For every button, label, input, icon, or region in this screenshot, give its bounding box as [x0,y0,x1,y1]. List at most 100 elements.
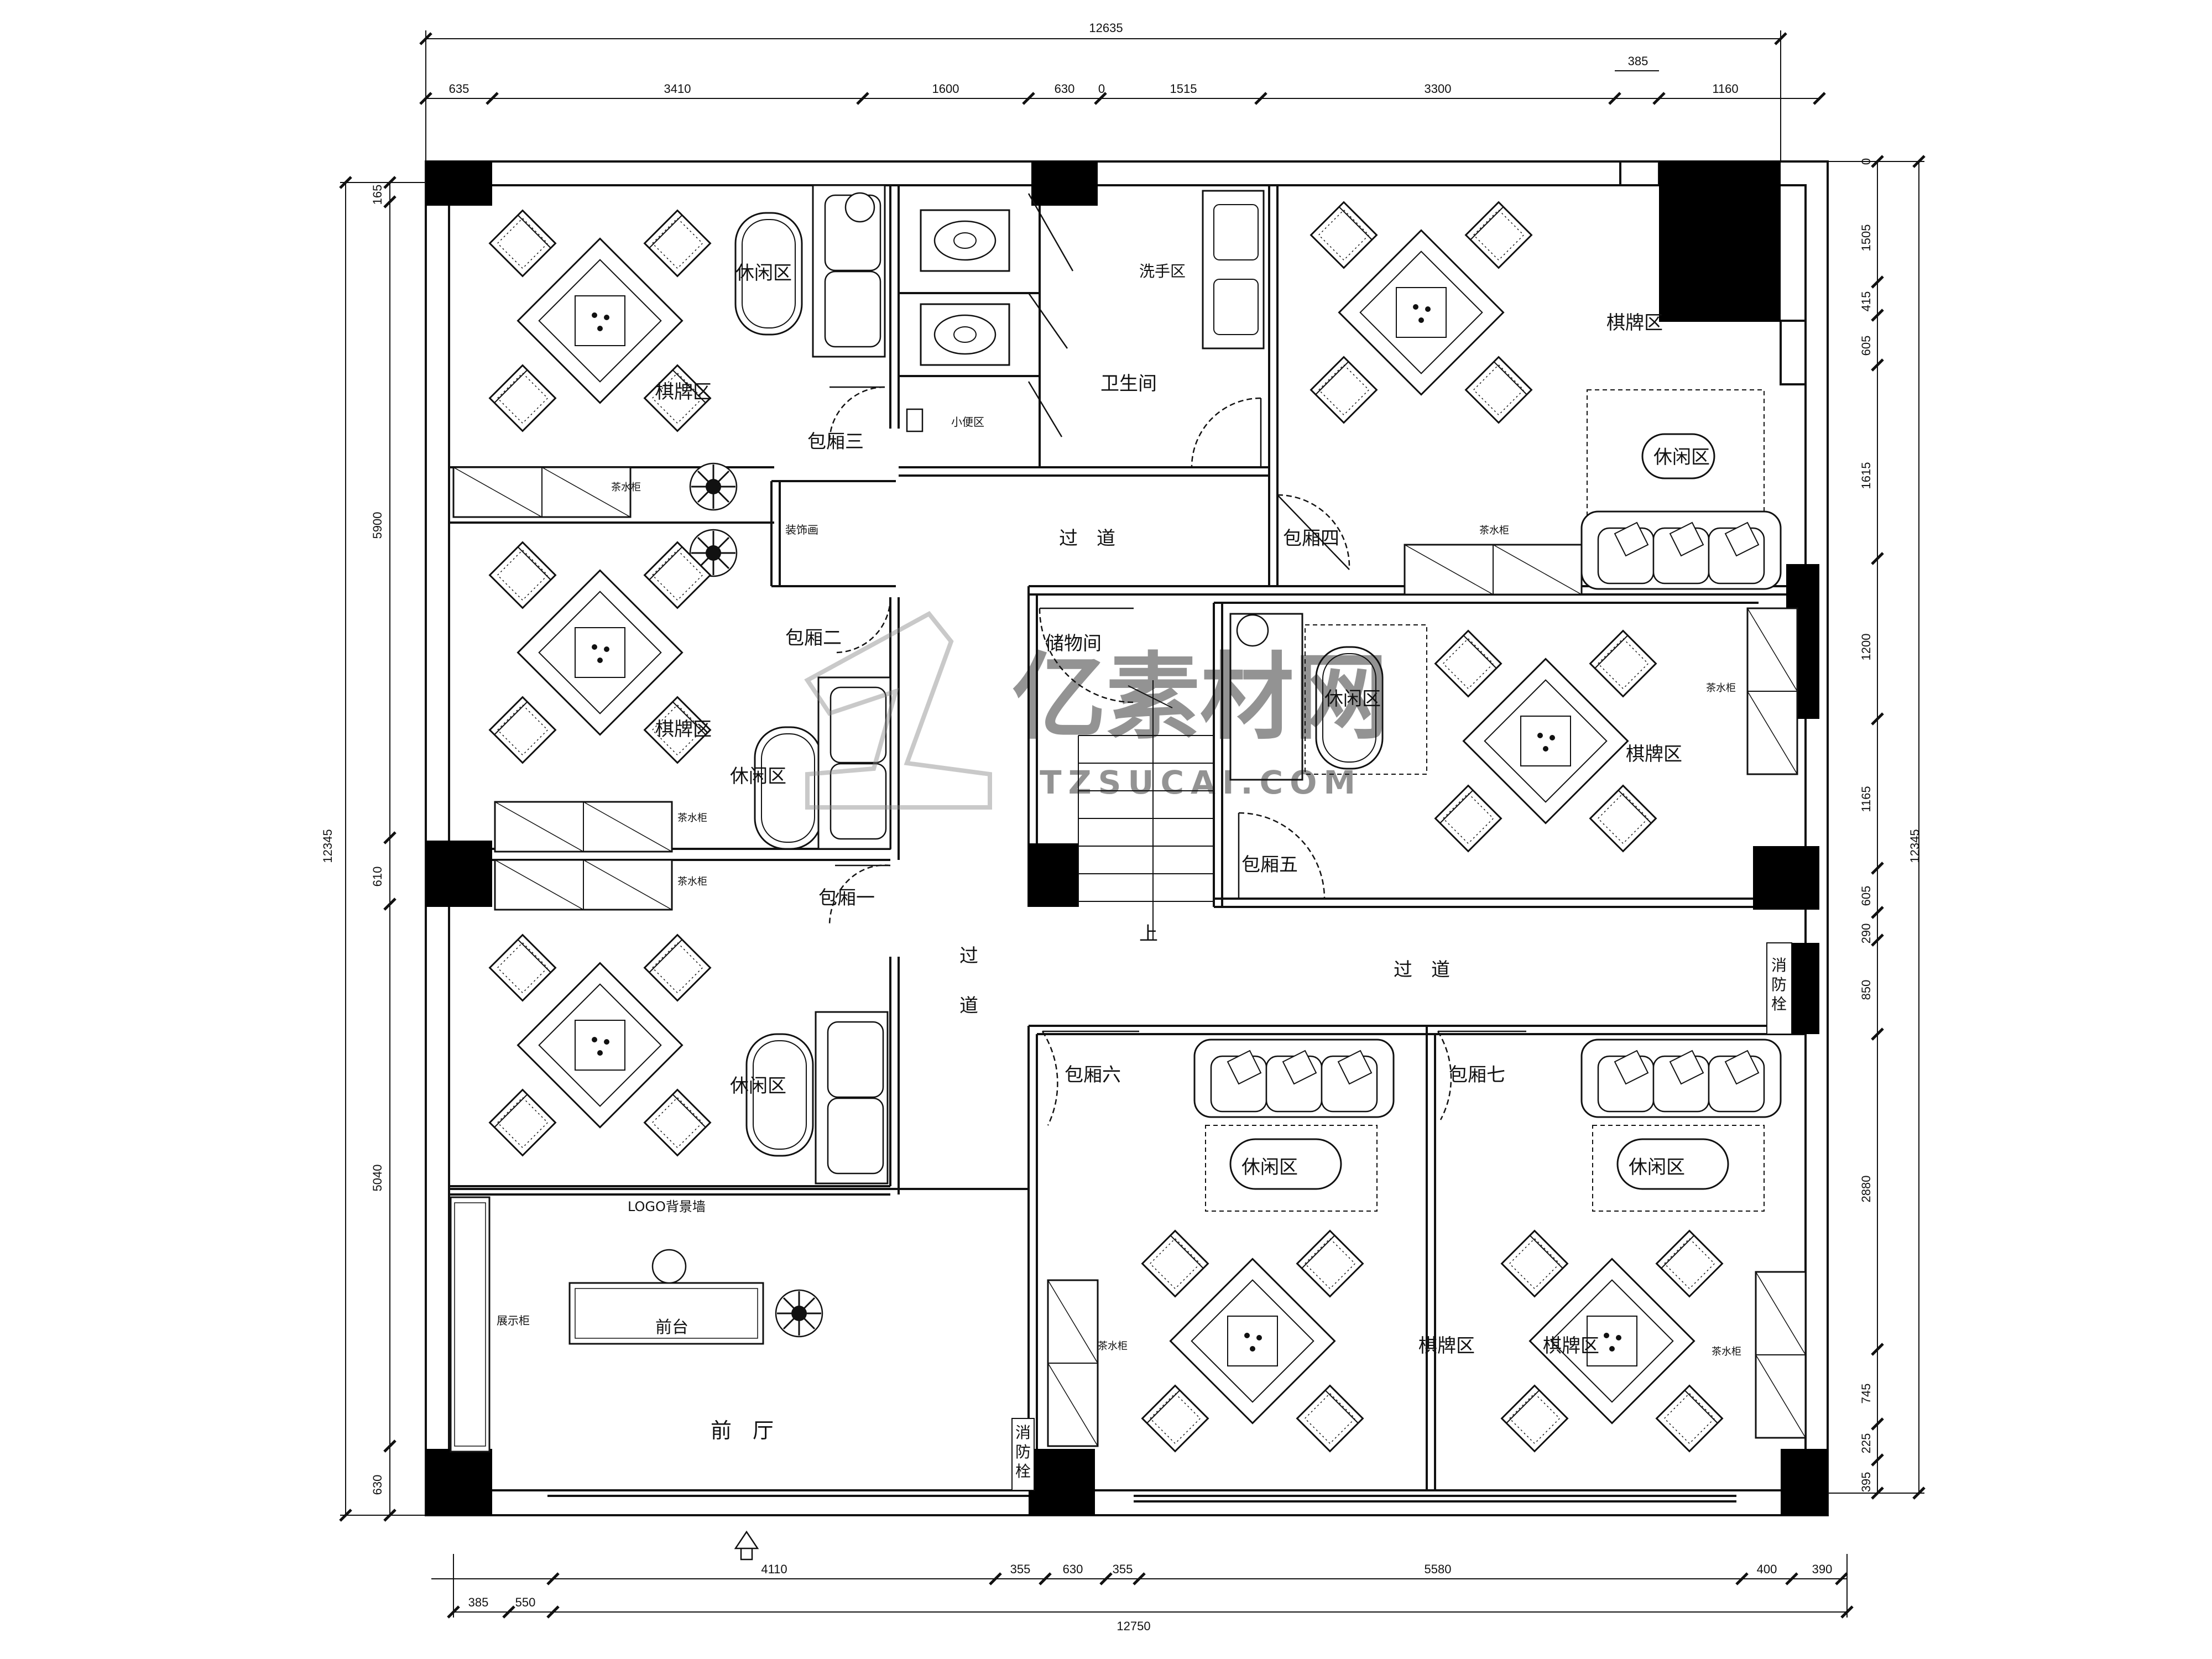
label-corridor-right: 过 道 [1394,959,1450,981]
hydrant-box-corridor [1766,942,1792,1035]
mahjong-table-box5 [1436,631,1656,852]
dim-bottom-total: 12750 [1117,1619,1150,1633]
label-deco: 装饰画 [785,523,818,536]
wash-basin-2 [1213,279,1259,335]
dim-right-0: 0 [1859,158,1873,165]
toilet-2 [920,303,1010,366]
label-box2: 包厢二 [785,627,842,649]
dim-right-2: 415 [1859,291,1873,312]
sofa-box6 [1193,1039,1395,1118]
label-washing: 洗手区 [1139,262,1186,280]
dimension-right [1819,155,1926,1500]
sofa-box1 [815,1011,889,1185]
structural-columns [426,161,1828,1515]
dim-top-7: 385 [1628,54,1648,68]
sofa-box7 [1580,1039,1782,1118]
display-cabinet-inner [454,1202,486,1447]
label-box1: 包厢一 [818,887,875,909]
dim-top-0: 635 [449,82,469,96]
sofa-topright [1580,510,1782,590]
label-tea-cab-box1: 茶水柜 [677,876,707,888]
dim-bottom-2: 4110 [761,1562,787,1576]
dim-left-2: 610 [371,867,384,887]
label-box3: 包厢三 [807,431,864,453]
label-leisure-box6: 休闲区 [1241,1156,1298,1178]
label-cards-box5: 棋牌区 [1626,743,1682,765]
label-box5: 包厢五 [1241,854,1298,876]
dim-right-3: 605 [1859,336,1873,356]
dim-left-3: 5040 [371,1165,384,1192]
label-hydrant-l2: 防 [1015,1443,1031,1461]
label-cards-box2: 棋牌区 [655,718,712,740]
rug-box5 [1305,624,1427,775]
plant-box3 [844,192,875,223]
mahjong-table-box7 [1502,1231,1723,1452]
plant-corridor-1 [689,462,738,511]
label-tea-cab-box3: 茶水柜 [611,482,641,493]
label-leisure-box3: 休闲区 [735,262,792,284]
dim-right-13: 395 [1859,1472,1873,1493]
dim-bottom-6: 5580 [1425,1562,1452,1576]
mahjong-table-topright [1311,202,1532,423]
ottoman-box2 [754,726,822,850]
dim-bottom-1: 550 [515,1595,536,1609]
dim-top-8: 1160 [1712,82,1738,96]
label-cards-topright: 棋牌区 [1606,312,1663,334]
stairs [1078,680,1214,940]
label-front-desk: 前台 [655,1318,688,1337]
dimension-left [339,176,431,1522]
dim-right-1: 1505 [1859,225,1873,252]
plant-box5 [1236,614,1269,647]
label-box6: 包厢六 [1065,1064,1121,1086]
dim-right-6: 1165 [1859,786,1873,812]
dim-top-2: 1600 [932,82,959,96]
watermark-text: 亿素材网 [1012,643,1388,753]
label-hydrant-r1: 消 [1771,956,1787,974]
watermark-logo-icon [804,611,992,810]
dim-top-5: 1515 [1170,82,1197,96]
receptionist [651,1249,687,1284]
label-tea-cab-topright: 茶水柜 [1479,525,1509,536]
label-restroom: 卫生间 [1100,373,1157,395]
label-corridor-v2: 道 [959,995,978,1017]
label-logo-wall: LOGO背景墙 [628,1199,706,1214]
dim-right-8: 290 [1859,924,1873,944]
tea-cabinet-box5 [1746,607,1798,775]
label-leisure-box7: 休闲区 [1629,1156,1685,1178]
urinal-fixture [906,408,924,432]
label-box7: 包厢七 [1449,1064,1505,1086]
dim-top-6: 3300 [1425,82,1452,96]
wash-basins [1202,190,1265,349]
tea-cabinet-box6 [1047,1279,1099,1447]
watermark: 亿素材网 TZSUCAI.COM [804,611,1388,810]
dim-right-7: 605 [1859,886,1873,906]
dim-right-11: 745 [1859,1384,1873,1404]
label-lobby: 前 厅 [711,1418,774,1443]
dim-left-total: 12345 [321,829,335,863]
mahjong-table-box6 [1142,1231,1363,1452]
label-leisure-box2: 休闲区 [730,765,786,787]
dim-right-4: 1615 [1859,462,1873,489]
plant-lobby [775,1289,823,1338]
label-tea-cab-box7: 茶水柜 [1712,1346,1741,1358]
dim-bottom-8: 390 [1812,1562,1833,1576]
dim-right-12: 225 [1859,1433,1873,1454]
label-tea-cab-box5: 茶水柜 [1706,682,1736,694]
label-hydrant-r3: 栓 [1771,995,1787,1013]
dim-top-3: 630 [1055,82,1075,96]
dim-top-total: 12635 [1089,21,1123,35]
label-corridor-v1: 过 [959,945,978,967]
label-cards-box3: 棋牌区 [655,381,712,403]
dim-bottom-0: 385 [468,1595,489,1609]
toilet-1 [920,209,1010,272]
wash-basin-1 [1213,204,1259,260]
label-corridor-top: 过 道 [1059,528,1115,550]
hydrant-labels: 消 防 栓 消 防 栓 [1015,956,1787,1480]
mahjong-table-box1 [490,935,711,1156]
dim-top-1: 3410 [664,82,691,96]
dimension-bottom [431,1554,1854,1619]
label-hydrant-l3: 栓 [1015,1462,1031,1480]
tea-cabinet-topright [1404,544,1583,596]
label-hydrant-l1: 消 [1015,1423,1031,1442]
